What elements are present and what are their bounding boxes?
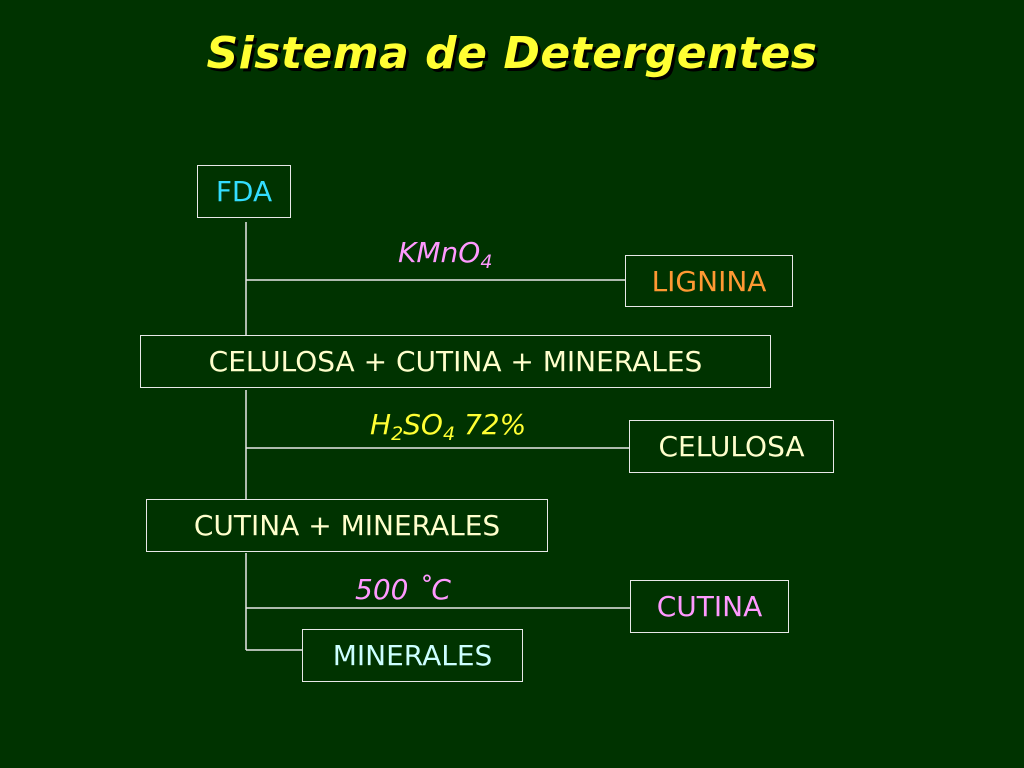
node-cutina: CUTINA xyxy=(630,580,789,633)
reagent-kmno4-sub: 4 xyxy=(480,251,493,273)
reagent-kmno4-base: KMnO xyxy=(398,236,481,269)
page-title: Sistema de Detergentes xyxy=(206,28,818,79)
reagent-h2so4-so: SO xyxy=(403,408,443,441)
node-celulosa-cutina-minerales: CELULOSA + CUTINA + MINERALES xyxy=(140,335,771,388)
node-lignina: LIGNINA xyxy=(625,255,793,307)
reagent-h2so4-suffix: 72% xyxy=(455,408,527,441)
reagent-h2so4-h: H xyxy=(370,408,392,441)
reagent-temperature: 500 ˚C xyxy=(355,573,451,606)
reagent-kmno4: KMnO4 xyxy=(398,236,492,273)
node-cutina-minerales: CUTINA + MINERALES xyxy=(146,499,548,552)
reagent-h2so4: H2SO4 72% xyxy=(370,408,526,445)
node-fda: FDA xyxy=(197,165,291,218)
reagent-h2so4-sub2: 4 xyxy=(442,423,456,445)
node-minerales: MINERALES xyxy=(302,629,523,682)
node-celulosa: CELULOSA xyxy=(629,420,834,473)
reagent-h2so4-sub1: 2 xyxy=(391,423,404,445)
